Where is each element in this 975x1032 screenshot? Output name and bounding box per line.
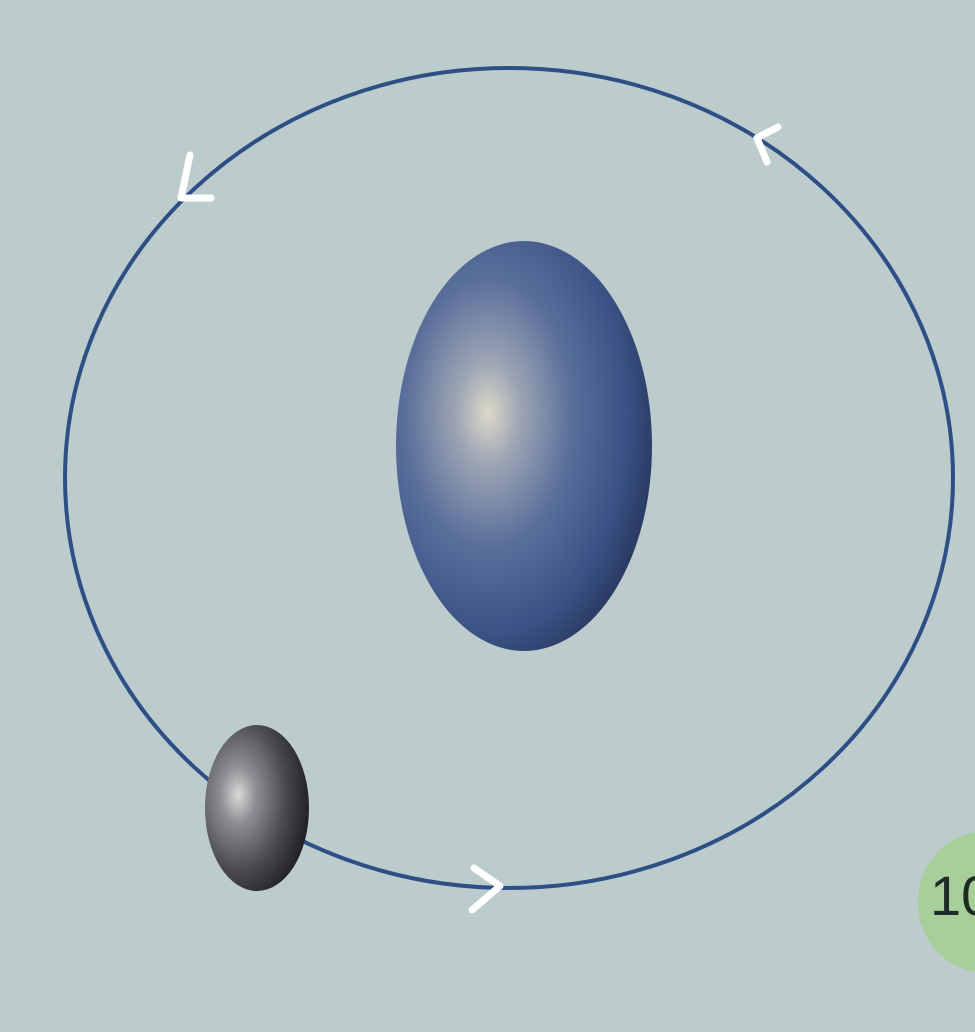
orbiting-body (205, 725, 309, 891)
page-number: 10 (930, 868, 975, 924)
central-body (396, 241, 652, 651)
